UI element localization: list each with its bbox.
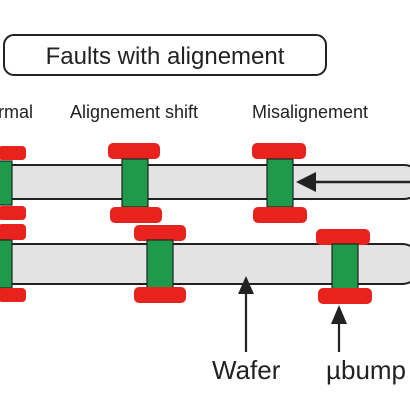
ubump-callout-arrowhead: [331, 305, 347, 324]
wafer-callout-arrowhead: [238, 276, 254, 294]
ubump-label: µbump: [326, 355, 406, 385]
upper-bump-shift: [121, 158, 149, 208]
upper-pad-bottom-misalignment: [253, 207, 307, 223]
upper-wafer: [0, 164, 410, 200]
upper-bump-normal: [0, 160, 13, 206]
upper-pad-top-shift: [108, 143, 160, 159]
column-label-alignment-shift: Alignement shift: [70, 102, 198, 122]
upper-pad-top-normal: [0, 146, 26, 160]
lower-pad-bottom-misalignment: [318, 288, 372, 304]
lower-bump-shift: [146, 239, 174, 290]
lower-pad-top-misalignment: [316, 229, 370, 245]
upper-bump-misalignment: [266, 158, 294, 208]
diagram-title: Faults with alignement: [46, 43, 285, 70]
lower-pad-bottom-shift: [134, 287, 186, 303]
upper-pad-bottom-shift: [110, 207, 162, 223]
misalignment-arrow-head: [296, 172, 316, 192]
title-box: [3, 34, 327, 76]
column-label-normal: rmal: [0, 102, 33, 122]
lower-pad-bottom-normal: [0, 288, 26, 302]
wafer-label: Wafer: [212, 355, 281, 385]
lower-pad-top-normal: [0, 224, 26, 240]
upper-pad-top-misalignment: [252, 143, 306, 159]
upper-pad-bottom-normal: [0, 206, 26, 220]
lower-bump-misalignment: [331, 243, 359, 293]
lower-bump-normal: [0, 239, 13, 289]
lower-pad-top-shift: [134, 225, 186, 241]
lower-wafer: [0, 243, 410, 285]
column-label-misalignment: Misalignement: [252, 102, 368, 122]
